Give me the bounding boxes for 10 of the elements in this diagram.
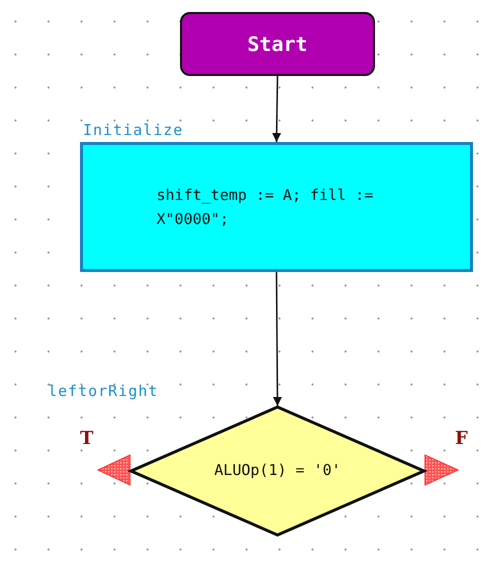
branch-label: T (80, 428, 94, 449)
condition-text: ALUOp(1) = '0' (214, 461, 341, 479)
terminal-label: Start (247, 32, 308, 56)
code-text: shift_temp := A; fill := X"0000"; (156, 185, 374, 230)
arrow (272, 272, 282, 406)
process-heading: Initialize (83, 121, 184, 139)
decision-heading: leftorRight (48, 382, 158, 400)
branch-label: F (455, 428, 468, 449)
start-terminal (180, 12, 375, 76)
arrow (272, 76, 282, 142)
